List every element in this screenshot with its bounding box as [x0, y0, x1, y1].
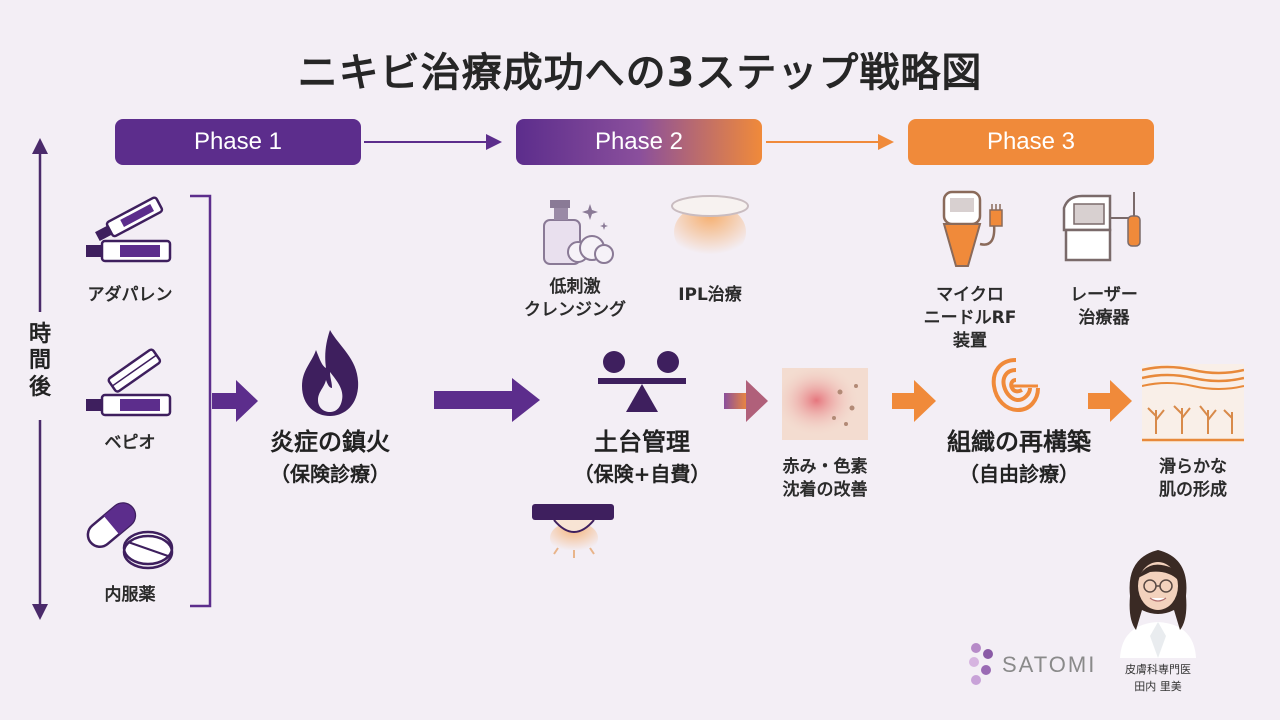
- cleansing-label-line: 低刺激: [549, 277, 601, 297]
- phase3-result: 滑らかな 肌の形成: [1128, 456, 1258, 502]
- satomi-logo-icon: [969, 643, 993, 685]
- flow-arrow-1: [212, 380, 258, 422]
- balance-scale-icon: [598, 351, 686, 412]
- doctor-name: 田内 里美: [1134, 679, 1182, 693]
- flow-arrow-4: [892, 380, 936, 422]
- collagen-structure-icon: [991, 358, 1040, 413]
- ipl-lamp-icon: [671, 195, 749, 260]
- bepio-label: ベピオ: [104, 433, 156, 453]
- time-axis-label: 時 間 後: [25, 322, 55, 401]
- fire-icon: [302, 330, 359, 416]
- doctor-credit: 皮膚科専門医 田内 里美: [1100, 662, 1216, 695]
- smooth-skin-layers-icon: [1142, 364, 1244, 444]
- flow-arrow-2: [434, 378, 540, 422]
- phase3-goal: 組織の再構築 （自由診療）: [904, 426, 1134, 488]
- light-device-icon: [532, 504, 614, 558]
- phase1-to-phase2-connector: [364, 134, 502, 150]
- cleansing-label-line: クレンジング: [524, 299, 626, 320]
- phase1-bracket: [190, 194, 212, 608]
- doctor-portrait: [1110, 540, 1206, 658]
- phase-3-header: Phase 3: [908, 119, 1154, 165]
- phase-2-header: Phase 2: [516, 119, 762, 165]
- phase1-goal-title: 炎症の鎮火: [270, 428, 390, 456]
- microneedle-label: マイクロ ニードルRF 装置: [900, 284, 1040, 353]
- redness-skin-icon: [782, 368, 868, 440]
- satomi-logo-text: SATOMI: [1002, 652, 1097, 677]
- phase3-result-line: 滑らかな: [1159, 457, 1227, 477]
- phase1-goal-sub: （保険診療）: [270, 461, 390, 486]
- adapalene-label: アダパレン: [87, 285, 173, 305]
- time-axis-char: 後: [28, 374, 51, 400]
- doctor-title: 皮膚科専門医: [1125, 663, 1191, 676]
- phase-1-header: Phase 1: [115, 119, 361, 165]
- phase2-result-line: 赤み・色素: [782, 457, 868, 477]
- adapalene-tube-icon: [86, 196, 172, 263]
- microneedle-label-line: ニードルRF: [923, 307, 1017, 328]
- phase3-result-line: 肌の形成: [1159, 479, 1227, 500]
- phase3-goal-sub: （自由診療）: [959, 461, 1079, 486]
- flow-arrow-3: [724, 380, 768, 422]
- time-axis-char: 時: [28, 322, 51, 347]
- laser-label-line: 治療器: [1078, 307, 1130, 328]
- phase1-goal: 炎症の鎮火 （保険診療）: [230, 426, 430, 488]
- microneedle-rf-icon: [942, 190, 1003, 267]
- flow-arrow-5: [1088, 380, 1132, 422]
- ipl-label: IPL治療: [678, 285, 742, 305]
- cleansing-label: 低刺激 クレンジング: [500, 276, 650, 322]
- phase2-goal-title: 土台管理: [594, 428, 690, 456]
- laser-device-icon: [1062, 192, 1141, 262]
- phase2-result-line: 沈着の改善: [782, 479, 868, 500]
- phase2-goal-sub: （保険+自費）: [573, 461, 711, 486]
- phase2-goal: 土台管理 （保険+自費）: [542, 426, 742, 488]
- phase3-goal-title: 組織の再構築: [947, 428, 1091, 456]
- laser-label-line: レーザー: [1070, 285, 1138, 305]
- microneedle-label-line: 装置: [953, 330, 987, 351]
- time-axis-arrow: [32, 138, 48, 620]
- pill-capsule-icon: [86, 502, 174, 570]
- time-axis-char: 間: [28, 348, 51, 374]
- oral-medicine-label: 内服薬: [104, 585, 156, 605]
- page-title: ニキビ治療成功への3ステップ戦略図: [297, 50, 983, 96]
- microneedle-label-line: マイクロ: [936, 285, 1004, 305]
- phase2-result: 赤み・色素 沈着の改善: [760, 456, 890, 502]
- laser-label: レーザー 治療器: [1034, 284, 1174, 330]
- cleanser-bottle-icon: [543, 200, 614, 265]
- bepio-tube-icon: [86, 348, 172, 417]
- phase2-to-phase3-connector: [766, 134, 894, 150]
